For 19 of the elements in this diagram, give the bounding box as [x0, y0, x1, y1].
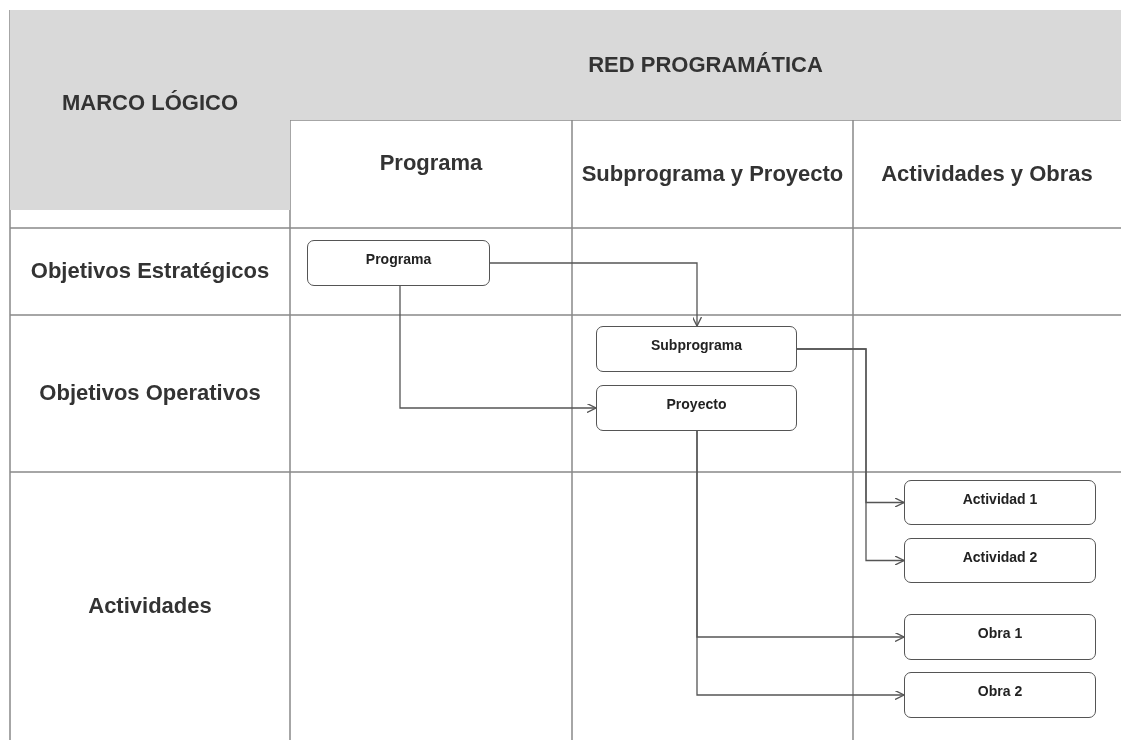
process-box: Obra 2 [904, 672, 1096, 718]
column-header: RED PROGRAMÁTICA [290, 10, 1121, 120]
process-box: Actividad 1 [904, 480, 1096, 525]
row-header: Objetivos Estratégicos [29, 257, 271, 286]
column-header: MARCO LÓGICO [10, 10, 290, 210]
arrow [489, 262, 703, 327]
row-header: Actividades [87, 591, 213, 620]
column-header: Programa [378, 149, 484, 177]
process-box: Programa [307, 240, 490, 286]
row-header: Objetivos Operativos [38, 379, 262, 408]
arrow [399, 285, 597, 414]
arrow [796, 348, 905, 566]
process-box: Actividad 2 [904, 538, 1096, 583]
column-header: Actividades y Obras [880, 159, 1094, 188]
process-box: Obra 1 [904, 614, 1096, 660]
column-header: Subprograma y Proyecto [580, 159, 845, 188]
process-box: Proyecto [596, 385, 797, 431]
process-box: Subprograma [596, 326, 797, 372]
arrow [696, 430, 905, 701]
